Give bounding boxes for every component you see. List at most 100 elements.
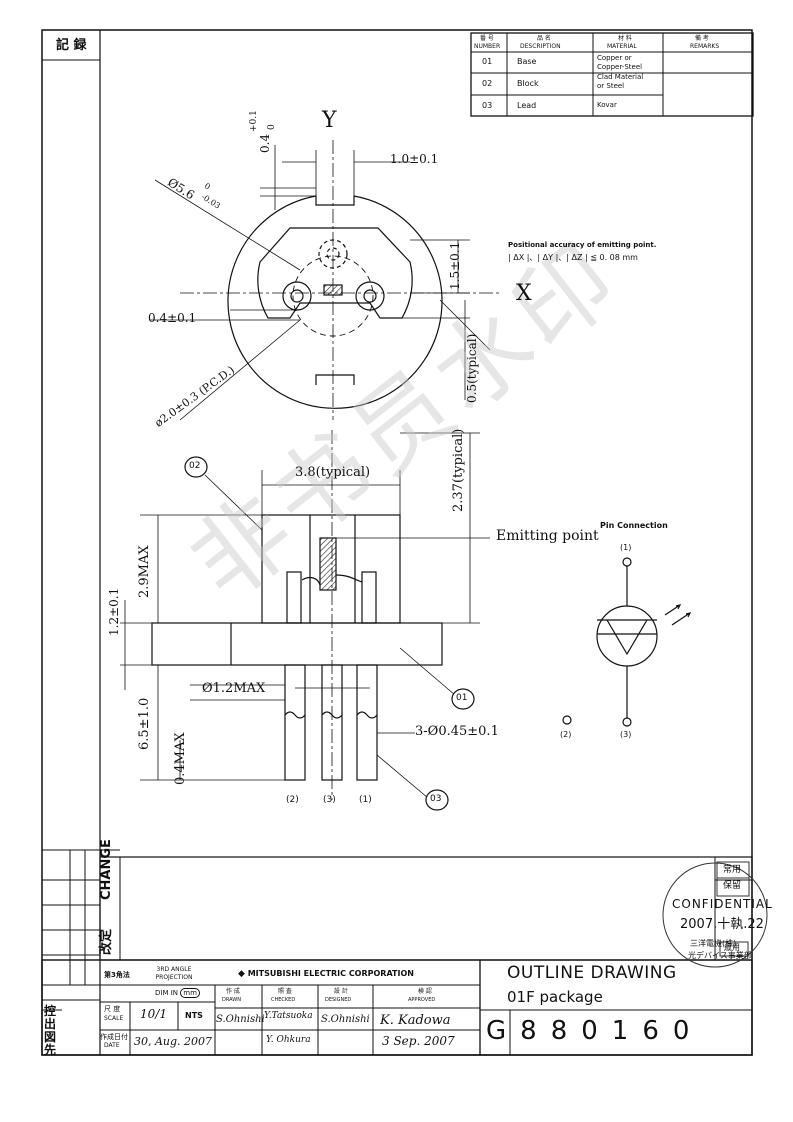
mitsubishi-logo-icon: ◆	[238, 969, 245, 979]
dim-04max-label: 0.4MAX	[173, 732, 188, 785]
row-02-material-1: Clad Material	[597, 73, 644, 81]
nts-label: NTS	[185, 1011, 203, 1020]
company-name: ◆ MITSUBISHI ELECTRIC CORPORATION	[238, 970, 414, 979]
drawing-title: OUTLINE DRAWING	[507, 963, 677, 983]
callout-01: 01	[456, 693, 468, 703]
row-02-number: 02	[482, 79, 493, 88]
dim-lead-label: 3-Ø0.45±0.1	[415, 724, 499, 739]
accuracy-value: | ΔX |、| ΔY |、| ΔZ | ≦ 0. 08 mm	[508, 253, 638, 262]
dim-04-tol-upper: +0.1	[249, 110, 259, 132]
axis-y-label: Y	[322, 108, 337, 133]
stamp-top-1: 常用	[723, 865, 742, 875]
approved-signature: K. Kadowa	[380, 1013, 451, 1028]
dim-04b-label: 0.4±0.1	[148, 311, 197, 325]
row-03-number: 03	[482, 101, 493, 110]
dim-10-label: 1.0±0.1	[390, 152, 439, 166]
row-01-description: Base	[517, 57, 537, 66]
stamp-confidential: CONFIDENTIAL	[672, 897, 773, 911]
row-01-material-2: Copper-Steel	[597, 63, 643, 71]
dim-237-label: 2.37(typical)	[451, 428, 466, 512]
checked-jp: 照 査	[278, 988, 292, 995]
sheet-frame	[41, 29, 753, 1056]
dim-65-label: 6.5±1.0	[137, 697, 152, 750]
checked-signature-2: Y. Ohkura	[266, 1035, 311, 1045]
designed-en: DESIGNED	[325, 997, 352, 1003]
dim-04-label: 0.4	[258, 133, 272, 153]
callout-02: 02	[189, 461, 201, 471]
header-material-jp: 材 料	[618, 35, 632, 42]
callout-03: 03	[430, 794, 442, 804]
drawn-signature: S.Ohnishi	[216, 1014, 265, 1025]
date-label-jp: 作成日付	[100, 1033, 128, 1041]
header-remarks-en: REMARKS	[690, 43, 720, 50]
checked-signature-1: Y.Tatsuoka	[264, 1011, 313, 1021]
designed-jp: 設 計	[334, 988, 348, 995]
change-label-en: CHANGE	[99, 839, 114, 900]
dim-15-label: 1.5±0.1	[448, 241, 462, 290]
axis-x-label: X	[516, 281, 532, 306]
change-label-jp: 改定	[99, 928, 114, 955]
header-number-en: NUMBER	[474, 43, 501, 50]
callout-circles	[184, 456, 475, 811]
pin-label-3: (3)	[323, 795, 336, 805]
stamp-circle	[662, 861, 768, 968]
header-remarks-jp: 備 考	[695, 35, 709, 42]
scale-label-jp: 尺 度	[104, 1005, 121, 1013]
dim-in-label: DIM IN mm	[155, 988, 200, 998]
left-bottom-label: 控 出 図 先	[44, 1004, 57, 1057]
company-name-text: MITSUBISHI ELECTRIC CORPORATION	[247, 969, 414, 978]
approved-jp: 検 認	[418, 988, 432, 995]
date-label-en: DATE	[104, 1042, 120, 1049]
scale-label-en: SCALE	[104, 1015, 124, 1022]
dim-04-tol-lower: 0	[267, 124, 277, 130]
side-view	[120, 430, 490, 800]
drawn-jp: 作 成	[226, 988, 240, 995]
drawn-en: DRAWN	[222, 997, 241, 1003]
approved-en: APPROVED	[408, 997, 436, 1003]
pin-connection-symbol	[562, 557, 692, 727]
projection-jp: 第3角法	[104, 971, 130, 979]
drawing-number: G880160	[486, 1016, 704, 1046]
parts-table-grid	[470, 32, 754, 117]
dim-12-label: 1.2±0.1	[107, 587, 121, 636]
top-view	[150, 140, 500, 421]
stamp-top-2: 保留	[723, 881, 742, 891]
title-block-grid	[41, 959, 753, 1056]
dim-in-text: DIM IN	[155, 989, 179, 997]
approved-date: 3 Sep. 2007	[382, 1034, 455, 1048]
pin-label-2: (2)	[286, 795, 299, 805]
stamp-date: 2007.十執.22	[680, 917, 764, 932]
dim-38-label: 3.8(typical)	[295, 465, 371, 480]
pin-connection-1: (1)	[620, 543, 632, 552]
row-02-material-2: or Steel	[597, 82, 625, 90]
projection-en: 3RD ANGLE PROJECTION	[155, 966, 193, 981]
header-material-en: MATERIAL	[607, 43, 637, 50]
row-01-material-1: Copper or	[597, 54, 632, 62]
pin-connection-3: (3)	[620, 730, 632, 739]
pin-connection-2: (2)	[560, 730, 572, 739]
header-description-en: DESCRIPTION	[520, 43, 561, 50]
scale-value: 10/1	[140, 1007, 167, 1021]
accuracy-title: Positional accuracy of emitting point.	[508, 241, 657, 249]
stamp-company: 三洋電機(株)	[690, 939, 737, 948]
checked-en: CHECKED	[271, 997, 296, 1003]
header-number-jp: 番 号	[480, 35, 494, 42]
emitting-point-label: Emitting point	[496, 528, 599, 544]
record-label: 記 録	[56, 38, 87, 53]
drawing-subtitle: 01F package	[507, 988, 603, 1006]
row-03-material-1: Kovar	[597, 101, 617, 109]
row-03-description: Lead	[517, 101, 537, 110]
pin-connection-title: Pin Connection	[600, 521, 668, 530]
dim-29-label: 2.9MAX	[137, 545, 152, 598]
header-description-jp: 品 名	[537, 35, 551, 42]
row-02-description: Block	[517, 79, 539, 88]
stamp-badge: 歳用	[724, 943, 740, 952]
stamp-dept: 光デバイス事業部	[688, 951, 752, 960]
dim-05-label: 0.5(typical)	[465, 333, 479, 403]
dim-12max-label: Ø1.2MAX	[202, 681, 266, 696]
designed-signature: S.Ohnishi	[321, 1014, 370, 1025]
date-value: 30, Aug. 2007	[134, 1035, 213, 1048]
pin-label-1: (1)	[359, 795, 372, 805]
row-01-number: 01	[482, 57, 493, 66]
